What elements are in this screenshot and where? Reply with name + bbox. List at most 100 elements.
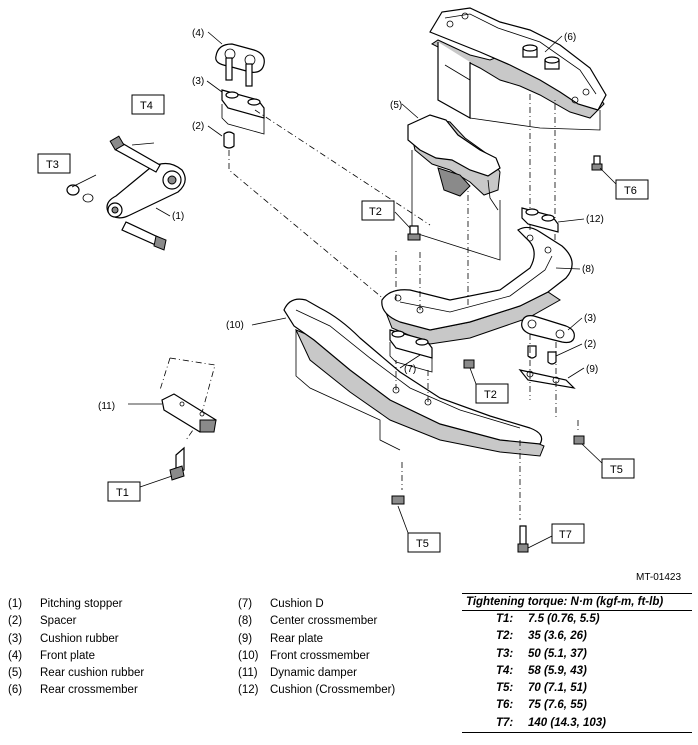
legend-item: (11) Dynamic damper — [238, 667, 395, 684]
legend-number: (10) — [238, 649, 259, 662]
legend-number: (1) — [8, 598, 23, 610]
front-crossmember-drawing — [283, 298, 545, 520]
callout-12: (12) — [586, 214, 604, 225]
torque-box-t2-left: T2 — [361, 200, 395, 221]
legend-number: (5) — [8, 667, 23, 680]
torque-value: 50 (5.1, 37) — [528, 647, 587, 660]
callout-6: (6) — [564, 32, 576, 43]
legend-part-name: Front crossmember — [270, 649, 370, 662]
torque-box-t5-right: T5 — [601, 458, 635, 479]
callout-2-lower: (2) — [584, 339, 596, 350]
torque-code: T3: — [496, 647, 514, 660]
callout-11: (11) — [98, 401, 115, 412]
callout-3-upper: (3) — [192, 76, 204, 87]
legend-number: (11) — [238, 667, 258, 680]
callout-4: (4) — [192, 28, 204, 39]
torque-code: T4: — [496, 664, 514, 677]
torque-code: T1: — [496, 613, 514, 625]
torque-value: 75 (7.6, 55) — [528, 699, 587, 712]
torque-box-t2-right: T2 — [475, 383, 509, 404]
torque-value: 140 (14.3, 103) — [528, 716, 607, 729]
svg-text:T4: T4 — [140, 100, 153, 112]
svg-text:T1: T1 — [116, 487, 129, 499]
callout-9: (9) — [586, 364, 598, 375]
legend-part-name: Front plate — [40, 649, 95, 662]
torque-box-t3: T3 — [37, 153, 71, 174]
legend-item: (3) Cushion rubber — [8, 633, 144, 650]
svg-text:T2: T2 — [484, 389, 497, 401]
svg-text:T3: T3 — [46, 159, 59, 171]
torque-code: T5: — [496, 682, 514, 695]
callout-3-lower: (3) — [584, 313, 596, 324]
legend-number: (3) — [8, 632, 23, 645]
cushion-d-drawing — [389, 329, 433, 373]
callout-7: (7) — [404, 364, 416, 375]
torque-row: T3: 50 (5.1, 37) — [462, 646, 692, 663]
legend-number: (6) — [8, 684, 23, 697]
callout-8: (8) — [582, 264, 594, 275]
torque-box-t6: T6 — [615, 179, 649, 200]
torque-box-t7: T7 — [551, 523, 585, 544]
legend-item: (10) Front crossmember — [238, 650, 395, 667]
legend-part-name: Dynamic damper — [270, 667, 357, 680]
torque-value: 35 (3.6, 26) — [528, 630, 587, 643]
parts-legend-left: (1) Pitching stopper (2) Spacer (3) Cushion… — [8, 598, 144, 702]
dynamic-damper-drawing — [159, 357, 217, 441]
legend-part-name: Rear crossmember — [40, 684, 138, 697]
callout-1: (1) — [172, 211, 184, 222]
torque-row: T4: 58 (5.9, 43) — [462, 663, 692, 680]
torque-row: T7: 140 (14.3, 103) — [462, 715, 692, 734]
legend-part-name: Rear cushion rubber — [40, 667, 145, 680]
torque-row: T2: 35 (3.6, 26) — [462, 628, 692, 645]
torque-row: T5:70 (7.1, 51) — [462, 680, 692, 697]
legend-part-name: Cushion D — [270, 598, 324, 610]
torque-value: 58 (5.9, 43) — [528, 664, 587, 677]
legend-item: (9) Rear plate — [238, 633, 395, 650]
svg-text:T5: T5 — [416, 538, 429, 550]
legend-item: (4)Front plate — [8, 650, 144, 667]
cushion-crossmember-drawing — [521, 207, 559, 233]
legend-number: (2) — [8, 615, 23, 628]
legend-part-name: Rear plate — [270, 632, 324, 645]
bolts-drawing — [169, 155, 603, 553]
front-plate-drawing — [215, 43, 431, 301]
torque-code: T2: — [496, 630, 514, 643]
callout-labels: (4) (3) (2) (5) (6) (1) (12) (8) (3) (2)… — [98, 28, 604, 412]
torque-value: 7.5 (0.76, 5.5) — [528, 613, 600, 625]
legend-item: (1) Pitching stopper — [8, 598, 144, 615]
svg-text:T2: T2 — [369, 206, 382, 218]
torque-table-title: Tightening torque: N·m (kgf-m, ft-lb) — [462, 593, 692, 611]
legend-part-name: Spacer — [40, 615, 77, 628]
torque-code: T7: — [496, 716, 514, 729]
torque-box-t4: T4 — [131, 94, 165, 115]
callout-2-upper: (2) — [192, 121, 204, 132]
legend-number: (9) — [238, 632, 253, 645]
legend-item: (2) Spacer — [8, 615, 144, 632]
torque-row: T6: 75 (7.6, 55) — [462, 697, 692, 714]
torque-row: T1: 7.5 (0.76, 5.5) — [462, 611, 692, 628]
legend-number: (12) — [238, 684, 259, 697]
legend-item: (12)Cushion (Crossmember) — [238, 684, 395, 701]
legend-item: (7) Cushion D — [238, 598, 395, 615]
legend-part-name: Center crossmember — [270, 615, 378, 628]
callout-5: (5) — [390, 100, 402, 111]
parts-legend-middle: (7) Cushion D (8) Center crossmember (9) Re… — [238, 598, 395, 702]
rear-crossmember-drawing — [429, 7, 607, 131]
legend-number: (7) — [238, 598, 253, 610]
lower-cushion-assembly-drawing — [518, 315, 579, 432]
legend-part-name: Cushion rubber — [40, 632, 119, 645]
legend-part-name: Pitching stopper — [40, 598, 123, 610]
svg-text:T5: T5 — [610, 464, 623, 476]
figure-code: MT-01423 — [636, 572, 682, 583]
legend-item: (8) Center crossmember — [238, 615, 395, 632]
legend-number: (8) — [238, 615, 253, 628]
torque-code: T6: — [496, 699, 514, 712]
legend-item: (6) Rear crossmember — [8, 684, 144, 701]
exploded-parts-diagram: (4) (3) (2) (5) (6) (1) (12) (8) (3) (2)… — [37, 7, 649, 553]
svg-text:T7: T7 — [559, 529, 572, 541]
pitching-stopper-drawing — [66, 135, 186, 251]
legend-item: (5) Rear cushion rubber — [8, 667, 144, 684]
torque-box-t5-lower: T5 — [407, 532, 441, 553]
callout-10: (10) — [226, 320, 244, 331]
svg-text:T6: T6 — [624, 185, 637, 197]
